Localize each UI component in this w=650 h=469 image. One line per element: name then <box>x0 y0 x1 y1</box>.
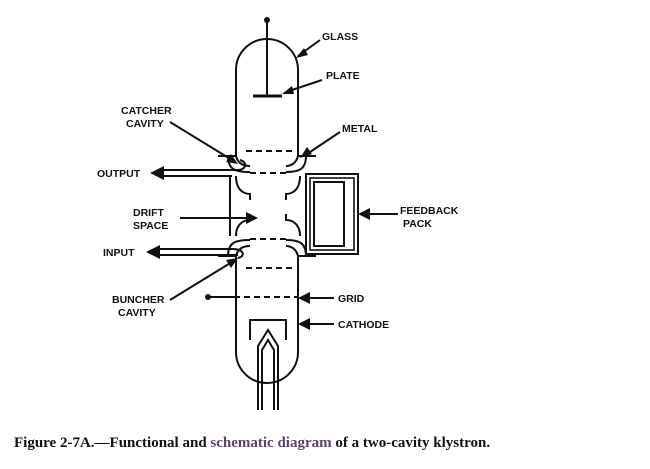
buncher-cavity-right-lip <box>285 239 307 257</box>
glass-leader-arrow <box>296 48 308 58</box>
metal-label: METAL <box>342 123 378 135</box>
input-arrow <box>146 245 160 259</box>
drift-tube-upper-right <box>285 175 301 200</box>
output-coax <box>160 159 246 177</box>
output-label: OUTPUT <box>97 168 141 180</box>
grid-lead-terminal <box>205 294 211 300</box>
plate-leader-arrow <box>282 86 294 94</box>
drift-space-label-1: DRIFT <box>133 207 164 219</box>
catcher-cavity-label-1: CATCHER <box>121 105 172 117</box>
buncher-cavity-label-1: BUNCHER <box>112 294 165 306</box>
grid-label: GRID <box>338 293 365 305</box>
catcher-cavity-leader-arrow <box>226 154 238 164</box>
catcher-cavity-right-lip <box>285 155 307 173</box>
buncher-cavity-leader <box>169 261 233 301</box>
output-arrow <box>150 166 164 180</box>
buncher-cavity-label-2: CAVITY <box>118 307 156 319</box>
heater-filament <box>257 328 279 410</box>
input-label: INPUT <box>103 247 135 259</box>
catcher-cavity-leader <box>169 121 233 161</box>
feedback-pack-mid <box>309 177 355 251</box>
cathode-cup <box>249 319 287 340</box>
caption-part-3: of a two-cavity klystron. <box>332 435 491 451</box>
drift-tube-lower-right <box>285 214 301 237</box>
glass-label: GLASS <box>322 31 358 43</box>
drift-tube-upper-left <box>235 175 251 200</box>
drift-space-label-2: SPACE <box>133 220 168 232</box>
top-lead-terminal <box>264 17 270 23</box>
feedback-pack-label-2: PACK <box>403 218 432 230</box>
input-coax <box>160 248 244 259</box>
cathode-label: CATHODE <box>338 319 389 331</box>
feedback-pack-inner <box>313 181 345 247</box>
drift-space-leader-arrow <box>246 212 258 224</box>
metal-leader-arrow <box>300 147 312 158</box>
figure-caption: Figure 2-7A.—Functional and schematic di… <box>14 435 490 451</box>
feedback-pack-label-1: FEEDBACK <box>400 205 459 217</box>
cathode-leader-arrow <box>298 318 310 330</box>
caption-part-1: Figure 2-7A.—Functional and <box>14 435 210 451</box>
lower-envelope <box>235 256 299 384</box>
feedback-pack-leader-arrow <box>358 208 370 220</box>
catcher-cavity-label-2: CAVITY <box>126 118 164 130</box>
plate-label: PLATE <box>326 70 360 82</box>
buncher-cavity-leader-arrow <box>226 258 238 268</box>
heater-filament-inner <box>261 338 275 410</box>
caption-part-2: schematic diagram <box>210 435 332 451</box>
grid-leader-arrow <box>298 292 310 304</box>
